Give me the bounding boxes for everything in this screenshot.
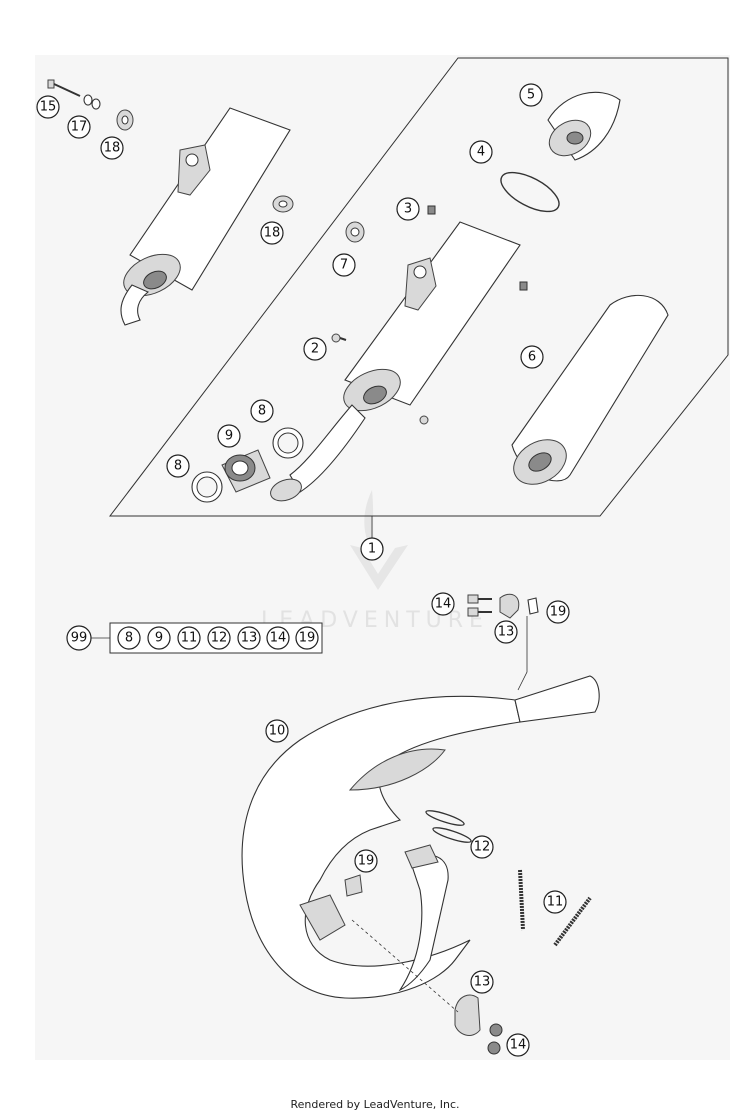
svg-text:18: 18 <box>104 141 121 156</box>
svg-text:19: 19 <box>299 631 316 646</box>
svg-text:13: 13 <box>241 631 258 646</box>
svg-text:8: 8 <box>174 459 182 474</box>
screw-2 <box>331 333 347 343</box>
svg-text:8: 8 <box>258 404 266 419</box>
kit-item: 19 <box>295 626 319 650</box>
svg-text:14: 14 <box>435 597 452 612</box>
bracket-13-bottom <box>351 919 481 1036</box>
callout-99: 99 <box>66 625 92 651</box>
callout-18-side: 18 <box>260 221 284 245</box>
svg-text:19: 19 <box>358 854 375 869</box>
bracket-13-top <box>499 593 528 691</box>
callout-4: 4 <box>469 140 493 164</box>
svg-text:8: 8 <box>125 631 133 646</box>
svg-text:2: 2 <box>311 342 319 357</box>
svg-text:12: 12 <box>211 631 228 646</box>
callout-10: 10 <box>265 719 289 743</box>
o-ring-4 <box>500 171 560 213</box>
svg-text:13: 13 <box>498 625 515 640</box>
svg-text:9: 9 <box>225 429 233 444</box>
clip-19-mid <box>344 874 363 897</box>
callout-14-top: 14 <box>431 592 455 616</box>
svg-text:13: 13 <box>474 975 491 990</box>
kit-item: 9 <box>147 626 171 650</box>
grommet-18-top <box>116 109 134 131</box>
svg-text:12: 12 <box>474 840 491 855</box>
callout-17: 17 <box>67 115 91 139</box>
rivet-3 <box>427 205 436 215</box>
spring-11 <box>518 869 592 947</box>
callout-13-top: 13 <box>494 620 518 644</box>
svg-text:10: 10 <box>269 724 286 739</box>
nuts-14-bottom <box>487 1023 503 1055</box>
callout-18-top: 18 <box>100 136 124 160</box>
callout-11: 11 <box>543 890 567 914</box>
kit-item: 14 <box>266 626 290 650</box>
grommet-18-side <box>272 195 294 213</box>
svg-text:4: 4 <box>477 145 485 160</box>
silencer-body <box>270 221 521 502</box>
callout-7: 7 <box>332 253 356 277</box>
svg-text:5: 5 <box>527 88 535 103</box>
callout-14-bottom: 14 <box>506 1033 530 1057</box>
diagram-panel <box>35 55 730 1060</box>
kit-item: 11 <box>177 626 201 650</box>
svg-text:9: 9 <box>155 631 163 646</box>
assembly-outline <box>108 57 729 517</box>
kit-99: 99 8 9 11 12 13 14 19 <box>66 622 323 654</box>
callout-6: 6 <box>520 345 544 369</box>
sleeve-9 <box>221 449 271 493</box>
silencer-cover-6 <box>511 294 669 485</box>
screws-14-top <box>467 594 492 617</box>
callout-1: 1 <box>360 537 384 561</box>
svg-text:11: 11 <box>181 631 198 646</box>
render-credit: Rendered by LeadVenture, Inc. <box>290 1098 460 1111</box>
callout-12: 12 <box>470 835 494 859</box>
callout-8-right: 8 <box>250 399 274 423</box>
kit-item: 13 <box>237 626 261 650</box>
washer-17 <box>83 94 101 110</box>
svg-text:99: 99 <box>71 631 88 646</box>
gasket-8-left <box>191 471 223 503</box>
svg-text:17: 17 <box>71 120 88 135</box>
callout-8-left: 8 <box>166 454 190 478</box>
end-cap-5 <box>547 91 621 161</box>
svg-text:3: 3 <box>404 202 412 217</box>
svg-text:14: 14 <box>510 1038 527 1053</box>
kit-item: 12 <box>207 626 231 650</box>
exhaust-pipe-10 <box>241 675 600 999</box>
callout-9: 9 <box>217 424 241 448</box>
o-ring-12 <box>425 810 472 843</box>
gasket-8-right <box>272 427 304 459</box>
svg-text:1: 1 <box>368 542 376 557</box>
callout-15: 15 <box>36 95 60 119</box>
callout-13-bottom: 13 <box>470 970 494 994</box>
callout-3: 3 <box>396 197 420 221</box>
svg-text:11: 11 <box>547 895 564 910</box>
screw-2b <box>419 415 429 425</box>
grommet-7 <box>345 221 365 243</box>
callout-19-top: 19 <box>546 600 570 624</box>
callout-2: 2 <box>303 337 327 361</box>
svg-text:14: 14 <box>270 631 287 646</box>
kit-item: 8 <box>117 626 141 650</box>
svg-text:15: 15 <box>40 100 57 115</box>
silencer-left <box>120 107 291 326</box>
rivet-3b <box>519 281 528 291</box>
svg-text:19: 19 <box>550 605 567 620</box>
callout-19-mid: 19 <box>354 849 378 873</box>
callout-5: 5 <box>519 83 543 107</box>
svg-text:7: 7 <box>340 258 348 273</box>
clip-19-top <box>527 597 539 615</box>
svg-text:18: 18 <box>264 226 281 241</box>
bolt-15 <box>47 79 81 97</box>
svg-text:6: 6 <box>528 350 536 365</box>
